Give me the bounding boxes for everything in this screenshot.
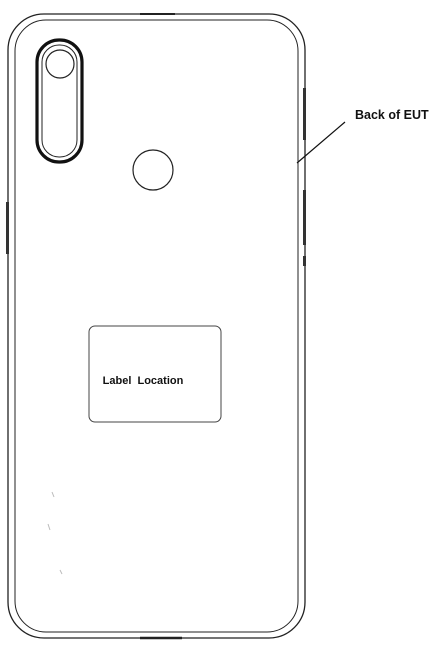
- camera-module-inner: [41, 44, 78, 158]
- callout-label: Back of EUT: [355, 108, 429, 122]
- camera-module-outer: [35, 38, 84, 164]
- phone-inner-outline: [14, 19, 299, 633]
- side-buttons: [6, 88, 306, 266]
- label-location-area: Label Location: [88, 325, 222, 423]
- right-small-button: [303, 256, 306, 266]
- right-power-button: [303, 190, 306, 245]
- edge-details: [140, 13, 182, 640]
- faint-marks: [47, 491, 63, 575]
- fingerprint-sensor-icon: [132, 149, 174, 191]
- label-location-text: Label Location: [103, 375, 184, 387]
- right-volume-button: [303, 88, 306, 140]
- left-side-button: [6, 202, 9, 254]
- camera-module-icon: [35, 38, 84, 164]
- label-location-box: [88, 325, 222, 423]
- callout-leader-line: [296, 121, 346, 164]
- camera-lens: [45, 49, 75, 79]
